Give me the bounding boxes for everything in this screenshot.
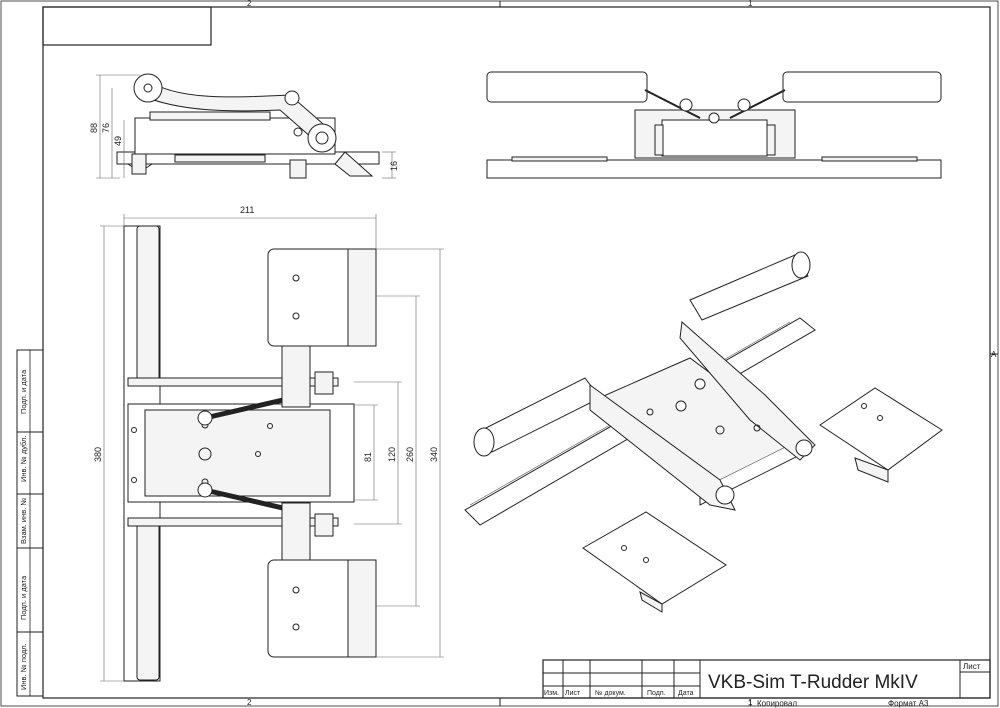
iso-lever-right xyxy=(679,321,816,461)
zone-label: 1 xyxy=(748,698,753,707)
front-left-roller xyxy=(486,71,648,103)
isometric-view xyxy=(464,251,943,613)
stamp-label: Взам. инв. № xyxy=(19,498,28,544)
zone-label: 2 xyxy=(247,0,252,8)
title-col-label: Дата xyxy=(678,690,694,697)
dim-label: 16 xyxy=(389,161,399,171)
iso-roller-right xyxy=(689,254,809,321)
dim-label: 120 xyxy=(387,447,397,462)
dim-label: 81 xyxy=(363,452,373,462)
plan-view xyxy=(123,225,377,682)
copied-label: Копировал xyxy=(757,699,797,708)
plan-dimensions: 211 380 340 260 120 81 xyxy=(93,205,444,682)
stamp-label: Инв. № дубл. xyxy=(19,436,28,482)
side-view xyxy=(116,73,380,179)
dim-label: 260 xyxy=(405,447,415,462)
iso-pedal-right xyxy=(819,387,943,471)
side-dimensions: 88 76 49 16 xyxy=(89,74,399,179)
title-col-label: Подп. xyxy=(647,690,666,697)
stamp-label: Подп. и дата xyxy=(19,575,28,620)
zone-label: 2 xyxy=(247,698,252,707)
front-view xyxy=(486,71,942,179)
zone-label: 1 xyxy=(748,0,753,8)
stamp-label: Подп. и дата xyxy=(19,369,28,414)
dim-label: 340 xyxy=(429,447,439,462)
dim-label: 211 xyxy=(240,205,254,215)
front-base-plate xyxy=(486,159,942,179)
sheet-label: Лист xyxy=(963,662,981,671)
stamp-label: Инв. № подл. xyxy=(19,643,28,690)
drawing-title: VKB-Sim T-Rudder MkIV xyxy=(708,672,918,693)
inner-frame xyxy=(42,6,991,699)
dim-label: 88 xyxy=(89,123,99,133)
zone-label: A xyxy=(991,350,997,359)
title-col-label: Лист xyxy=(565,690,581,697)
title-block: Изм. Лист № докум. Подп. Дата VKB-Sim T-… xyxy=(542,659,991,699)
dim-label: 49 xyxy=(113,136,123,146)
side-roller xyxy=(133,73,163,103)
corner-stamp xyxy=(42,6,212,46)
iso-pedal-left xyxy=(582,511,727,605)
side-stamp: Подп. и дата Инв. № дубл. Взам. инв. № П… xyxy=(16,349,44,697)
title-col-label: Изм. xyxy=(544,690,559,697)
front-right-roller xyxy=(782,71,942,103)
sheet-number: 1 xyxy=(748,699,753,708)
dim-label: 380 xyxy=(93,447,103,462)
title-col-label: № докум. xyxy=(595,690,626,697)
iso-lever-left xyxy=(589,384,736,511)
dim-label: 76 xyxy=(101,123,111,133)
format-label: Формат А3 xyxy=(888,699,929,708)
